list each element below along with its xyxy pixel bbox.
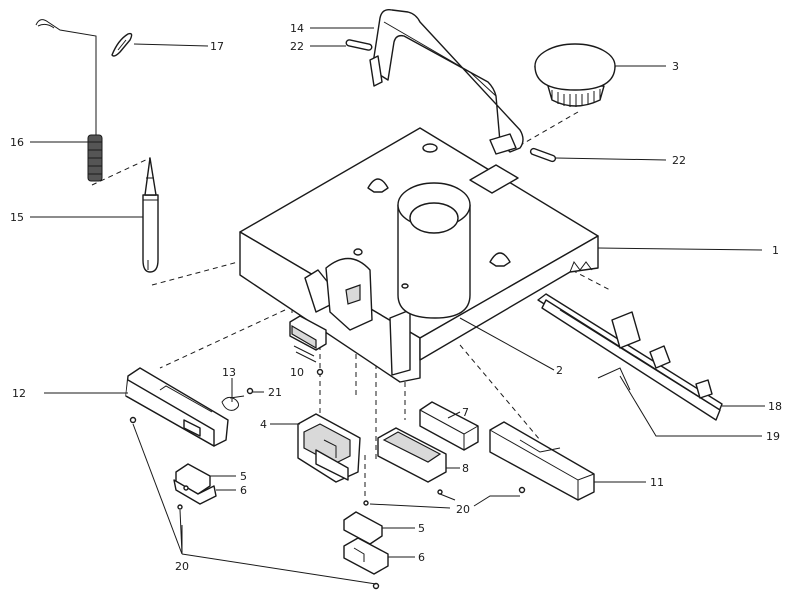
part-6-holder-lower [343, 537, 389, 590]
part-22-pin-upper [345, 39, 373, 51]
callout-11: 11 [650, 476, 664, 489]
callout-19: 19 [766, 430, 780, 443]
part-17-clip [111, 32, 133, 57]
part-3-knob [534, 43, 616, 107]
part-6-holder-upper [173, 479, 217, 505]
callout-3: 3 [672, 60, 679, 73]
callout-5-lower: 5 [418, 522, 425, 535]
callout-21: 21 [268, 386, 282, 399]
callout-7: 7 [462, 406, 469, 419]
leader-lines [30, 27, 765, 585]
part-14-handle [369, 8, 524, 155]
part-10-blocks [289, 315, 327, 376]
part-18-rail [537, 293, 723, 421]
callout-15: 15 [10, 211, 24, 224]
callout-17: 17 [210, 40, 224, 53]
callout-4: 4 [260, 418, 267, 431]
callout-8: 8 [462, 462, 469, 475]
fastener-dot [363, 500, 369, 506]
callout-2: 2 [556, 364, 563, 377]
callout-20-lower: 20 [175, 560, 189, 573]
callout-12: 12 [12, 387, 26, 400]
part-19-wire [597, 367, 631, 391]
callout-6-upper: 6 [240, 484, 247, 497]
callout-6-lower: 6 [418, 551, 425, 564]
part-21-screw [246, 387, 254, 395]
part-2-cylinder [397, 182, 471, 319]
fastener-dot [177, 504, 183, 510]
part-4-housing [297, 413, 361, 483]
part-16-spring-rod [35, 19, 103, 182]
callout-5-upper: 5 [240, 470, 247, 483]
callout-10: 10 [290, 366, 304, 379]
part-12-left-foot [125, 367, 229, 447]
part-15-pin [142, 157, 159, 273]
callout-20-upper: 20 [456, 503, 470, 516]
part-22-pin-lower [529, 147, 557, 163]
part-11-right-foot [489, 421, 595, 501]
callout-labels: 1 2 3 4 5 5 6 6 7 8 10 11 12 13 14 15 16… [10, 22, 782, 573]
callout-13: 13 [222, 366, 236, 379]
part-13-spring [221, 395, 245, 411]
part-8-tray [377, 427, 447, 495]
part-5-block-lower [343, 511, 383, 545]
callout-18: 18 [768, 400, 782, 413]
callout-16: 16 [10, 136, 24, 149]
callout-22-lower: 22 [672, 154, 686, 167]
callout-14: 14 [290, 22, 304, 35]
callout-22-upper: 22 [290, 40, 304, 53]
callout-1: 1 [772, 244, 779, 257]
part-7-block [419, 401, 479, 451]
